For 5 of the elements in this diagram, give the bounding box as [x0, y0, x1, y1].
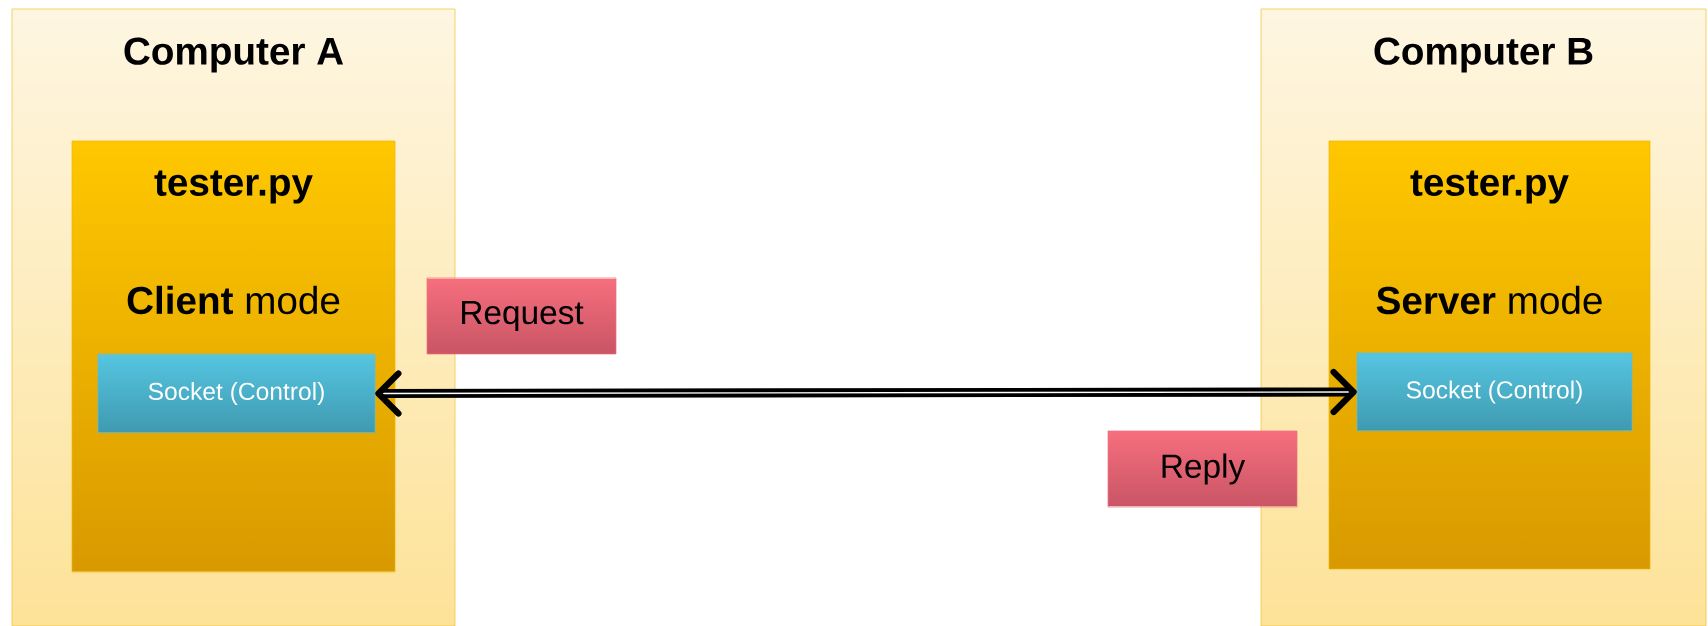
- socket-box: Socket (Control): [1356, 352, 1633, 432]
- socket-box: Socket (Control): [97, 353, 376, 434]
- double-arrow: [375, 368, 1357, 417]
- message-box: Reply: [1107, 430, 1298, 508]
- message-box: Request: [426, 277, 617, 355]
